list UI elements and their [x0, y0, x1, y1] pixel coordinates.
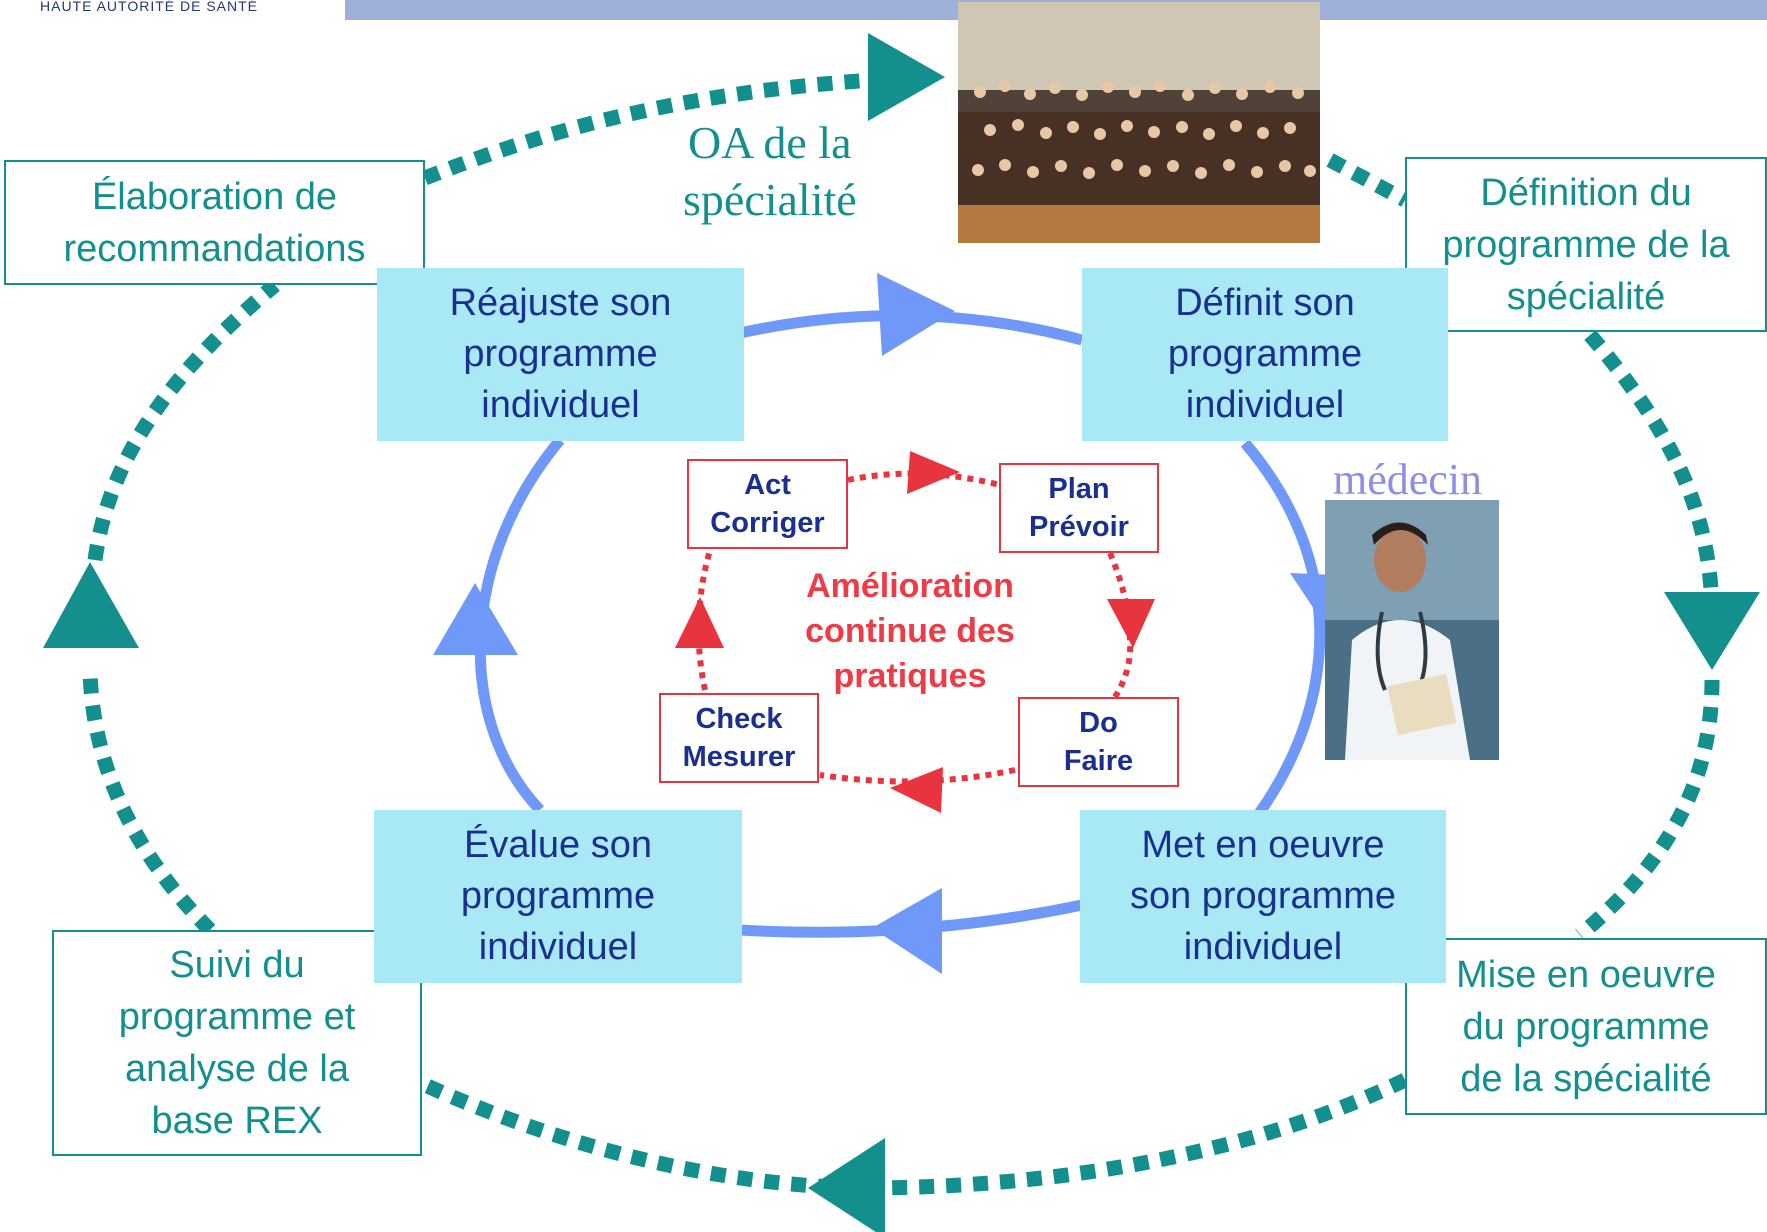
pdca-arrowhead-right — [1107, 599, 1155, 648]
group-photo — [958, 2, 1320, 243]
step-evalue-line2: programme — [460, 875, 656, 917]
pdca-arc-check-act — [695, 549, 713, 691]
step-elaboration-line2: recommandations — [63, 227, 366, 270]
step-definition-programme: Définition du programme de la spécialité — [1405, 157, 1767, 332]
center-label-line1: Amélioration — [806, 567, 1014, 605]
step-suivi-line3: analyse de la — [125, 1048, 349, 1090]
pdca-center-label: Amélioration continue des pratiques — [760, 564, 1060, 699]
pdca-plan-box: Plan Prévoir — [999, 463, 1159, 553]
pdca-arrowhead-bottom — [890, 767, 943, 813]
step-suivi-programme: Suivi du programme et analyse de la base… — [52, 930, 422, 1156]
outer-arc-left-lower — [82, 669, 216, 936]
outer-arrowhead-bottom — [808, 1138, 885, 1232]
pdca-act-box: Act Corriger — [687, 459, 848, 549]
pdca-arrowhead-top — [907, 451, 960, 494]
pdca-arrowhead-left — [675, 597, 724, 648]
step-evalue-line3: individuel — [478, 926, 638, 968]
medecin-label: médecin — [1333, 455, 1483, 504]
center-label-line3: pratiques — [833, 657, 987, 695]
step-suivi-line2: programme et — [118, 996, 356, 1038]
outer-arrowhead-left — [43, 562, 139, 648]
step-mise-line2: du programme — [1462, 1005, 1710, 1048]
pdca-do-line1: Do — [1079, 707, 1118, 739]
step-met-line3: individuel — [1183, 926, 1343, 968]
step-definit-programme: Définit son programme individuel — [1082, 268, 1448, 441]
loop-arrowhead-bottom — [872, 888, 942, 974]
outer-arc-top-left — [422, 70, 911, 185]
step-definition-line2: programme de la — [1442, 223, 1730, 266]
pdca-act-line2: Corriger — [710, 507, 825, 539]
pdca-check-line2: Mesurer — [682, 741, 796, 773]
organization-name: HAUTE AUTORITÉ DE SANTÉ — [40, 0, 258, 14]
step-reajuste-line3: individuel — [481, 384, 640, 426]
outer-cycle — [82, 70, 1720, 1196]
step-definit-line1: Définit son — [1175, 282, 1355, 324]
pdca-plan-line1: Plan — [1048, 473, 1110, 505]
loop-arrowhead-left — [433, 583, 518, 655]
step-mise-en-oeuvre-programme: Mise en oeuvre du programme de la spécia… — [1405, 938, 1767, 1115]
step-definition-line3: spécialité — [1506, 275, 1666, 318]
step-definition-line1: Définition du — [1480, 171, 1692, 214]
loop-arc-right — [1240, 439, 1326, 819]
outer-arc-top-right — [1326, 153, 1409, 207]
outer-arrowhead-top — [868, 33, 945, 121]
step-met-line2: son programme — [1129, 875, 1397, 917]
outer-arc-right-lower — [1575, 679, 1720, 941]
oa-label-line1: OA de la — [688, 117, 852, 168]
center-label-line2: continue des — [805, 612, 1015, 650]
step-suivi-line4: base REX — [151, 1100, 323, 1142]
pdca-do-box: Do Faire — [1018, 697, 1179, 787]
step-mise-line3: de la spécialité — [1460, 1057, 1712, 1100]
step-evalue-programme: Évalue son programme individuel — [374, 810, 742, 983]
outer-cycle-arrowheads — [43, 33, 1760, 1232]
doctor-photo — [1325, 500, 1499, 760]
outer-arc-bottom-left — [421, 1078, 861, 1196]
outer-arc-bottom-right — [879, 1073, 1409, 1196]
oa-label-line2: spécialité — [683, 174, 857, 225]
step-elaboration-recommandations: Élaboration de recommandations — [4, 160, 425, 285]
pdca-do-line2: Faire — [1063, 745, 1134, 777]
step-definit-line3: individuel — [1185, 384, 1345, 426]
pdca-plan-line2: Prévoir — [1029, 511, 1129, 543]
step-met-line1: Met en oeuvre — [1141, 824, 1385, 866]
pdca-check-box: Check Mesurer — [659, 693, 819, 783]
step-definit-line2: programme — [1167, 333, 1363, 375]
outer-arc-right-upper — [1584, 330, 1720, 611]
step-elaboration-line1: Élaboration de — [91, 175, 338, 218]
step-mise-line1: Mise en oeuvre — [1456, 953, 1716, 996]
pdca-arrowheads — [675, 451, 1155, 813]
step-reajuste-programme: Réajuste son programme individuel — [377, 268, 744, 441]
step-reajuste-line1: Réajuste son — [449, 282, 672, 324]
outer-arrowhead-right — [1664, 592, 1760, 670]
step-met-en-oeuvre-programme: Met en oeuvre son programme individuel — [1080, 810, 1446, 983]
step-evalue-line1: Évalue son — [463, 824, 652, 866]
outer-arc-left-upper — [87, 279, 280, 562]
step-suivi-line1: Suivi du — [169, 944, 305, 986]
step-reajuste-line2: programme — [463, 333, 658, 375]
loop-arrowhead-top — [877, 273, 955, 356]
pdca-check-line1: Check — [695, 703, 783, 735]
pdca-act-line1: Act — [744, 469, 791, 501]
